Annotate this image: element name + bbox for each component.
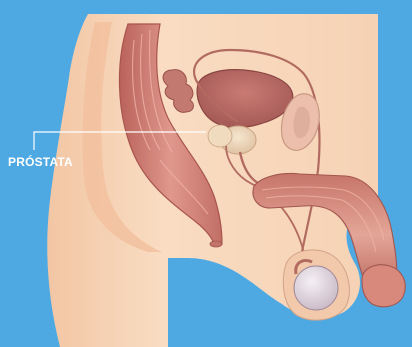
prostate-label: PRÓSTATA (8, 154, 73, 169)
glans (362, 265, 405, 307)
testis (294, 266, 338, 310)
anus (210, 241, 222, 247)
prostate-lobe (208, 125, 232, 147)
